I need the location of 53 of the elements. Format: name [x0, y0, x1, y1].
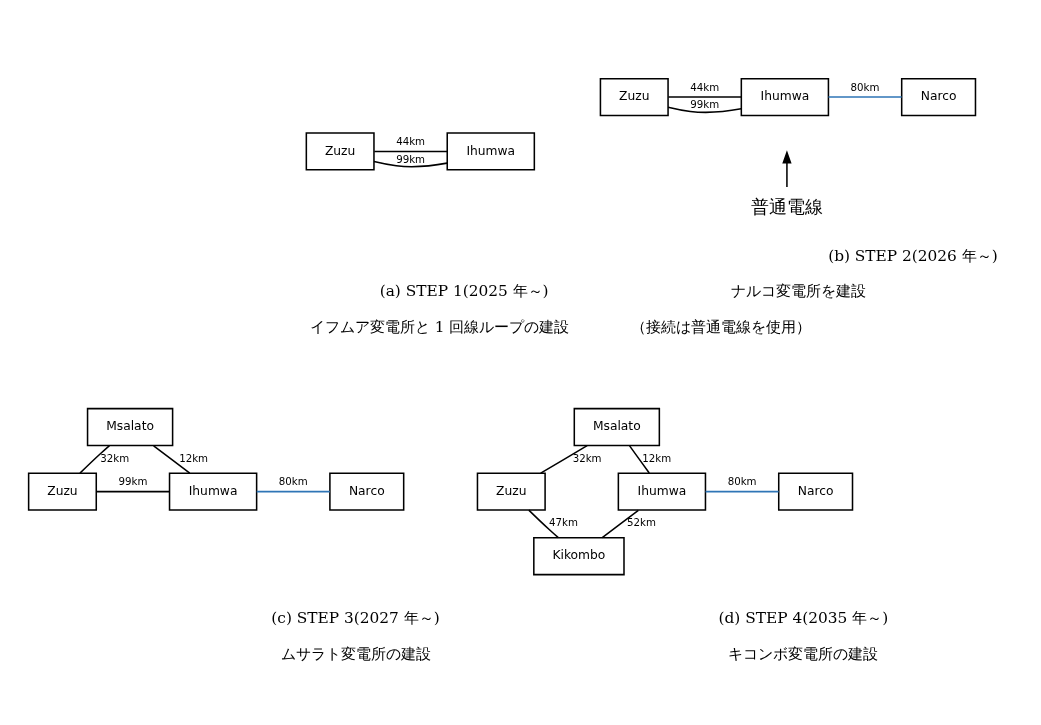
- node-box: Narco: [329, 472, 405, 511]
- node-box: Ihumwa: [617, 472, 707, 511]
- edge-label: 80km: [278, 475, 308, 488]
- connector: [95, 490, 171, 493]
- edge-label: 52km: [626, 516, 656, 529]
- arrow: [782, 150, 792, 188]
- edge-label: 12km: [179, 451, 209, 464]
- node-box: Ihumwa: [168, 472, 258, 511]
- connector: [667, 106, 742, 114]
- edge-label: 99km: [690, 98, 720, 111]
- edge-label: 44km: [396, 135, 426, 148]
- edge-label: 99km: [396, 152, 426, 165]
- node-box: Msalato: [86, 407, 174, 447]
- node-box: Zuzu: [599, 77, 669, 117]
- label: キコンボ変電所の建設: [728, 644, 879, 663]
- connector: [601, 509, 640, 539]
- node-box: Zuzu: [27, 472, 98, 511]
- label: (b) STEP 2(2026 年～): [828, 246, 998, 265]
- node-box: Kikombo: [533, 536, 625, 576]
- connector: [152, 445, 191, 474]
- label: (a) STEP 1(2025 年～): [379, 282, 549, 301]
- connector: [539, 444, 588, 474]
- connector: [628, 445, 650, 474]
- node-box: Zuzu: [476, 472, 546, 511]
- connector: [827, 96, 903, 98]
- node-box: Zuzu: [305, 132, 375, 171]
- edge-label: 32km: [100, 451, 130, 464]
- label: （接続は普通電線を使用）: [631, 318, 812, 337]
- label: (d) STEP 4(2035 年～): [718, 609, 889, 627]
- connector: [704, 490, 780, 493]
- connector: [373, 150, 448, 153]
- connector: [528, 509, 560, 539]
- connector: [79, 444, 111, 474]
- edge-label: 99km: [118, 475, 148, 488]
- edge-label: 44km: [690, 80, 720, 93]
- edge-label: 32km: [572, 451, 602, 464]
- node-box: Ihumwa: [446, 132, 536, 171]
- edge-label: 80km: [727, 475, 757, 488]
- edge-label: 12km: [642, 451, 672, 464]
- node-box: Ihumwa: [740, 77, 830, 117]
- node-box: Narco: [900, 77, 977, 117]
- node-box: Msalato: [573, 407, 661, 447]
- label: ムサラト変電所の建設: [280, 644, 431, 663]
- connector: [373, 160, 448, 168]
- node-text: 普通電線: [750, 196, 823, 218]
- label: ナルコ変電所を建設: [730, 282, 866, 301]
- node-box: Narco: [777, 472, 854, 511]
- connector: [667, 96, 742, 98]
- label: イフムア変電所と 1 回線ループの建設: [309, 318, 570, 337]
- edge-label: 80km: [850, 80, 880, 93]
- label: (c) STEP 3(2027 年～): [271, 609, 440, 627]
- connector: [255, 490, 331, 493]
- edge-label: 47km: [549, 516, 578, 529]
